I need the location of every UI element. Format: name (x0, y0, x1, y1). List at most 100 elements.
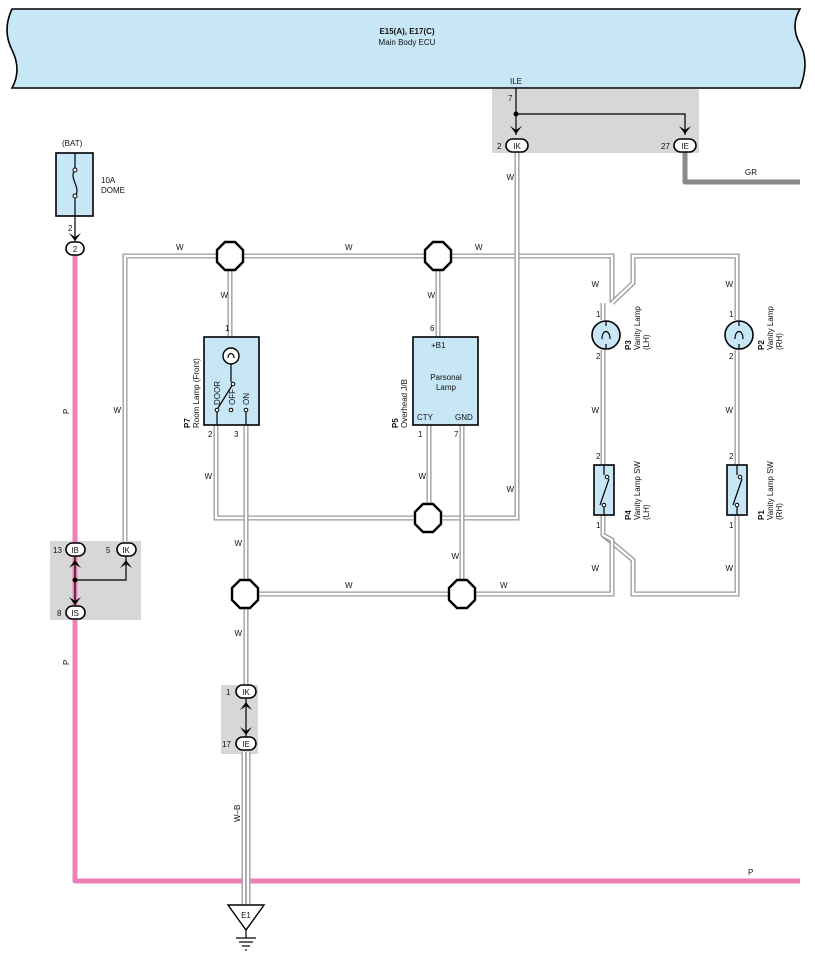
white-wires (122, 152, 740, 905)
vanity-lh-code: P3 (624, 340, 633, 350)
vanity-rh-pin-2: 2 (729, 352, 734, 361)
arrow-icon (510, 126, 522, 134)
jc-left-conn-is: IS (71, 609, 79, 618)
vanity-sw-rh-side: (RH) (775, 503, 784, 520)
junction-node (230, 578, 260, 610)
vanity-rh-name: Vanity Lamp (766, 306, 775, 350)
wire-label-w: W (475, 243, 483, 252)
junctions (215, 240, 477, 610)
vanity-sw-lh-side: (LH) (642, 504, 651, 520)
ecu-pin-27: 27 (661, 142, 670, 151)
wire-label-w: W (725, 406, 733, 415)
junction-node (413, 502, 443, 534)
wire-label-gr: GR (745, 168, 757, 177)
arrow-icon (69, 597, 81, 605)
jc-bottom-conn-ie: IE (242, 740, 250, 749)
wire-label-w: W (345, 243, 353, 252)
vanity-sw-lh: 2 1 P4 Vanity Lamp SW (LH) (593, 452, 651, 530)
wire-label-w: W (591, 280, 599, 289)
ecu-conn-ik: IK (513, 142, 521, 151)
wire-label-w: W (220, 291, 228, 300)
fuse-name: DOME (101, 186, 125, 195)
fuse-pin: 2 (68, 224, 73, 233)
switch-off: OFF (228, 389, 237, 405)
overhead-pin-1: 1 (418, 430, 423, 439)
wire-label-w: W (113, 406, 121, 415)
ecu-conn-ie: IE (681, 142, 689, 151)
switch-on: ON (242, 393, 251, 405)
overhead-inner-1: Parsonal (430, 373, 462, 382)
overhead-b1: +B1 (431, 341, 446, 350)
vanity-lamp-rh: 1 2 P2 Vanity Lamp (RH) (724, 306, 784, 361)
jc-bottom-pin-17: 17 (222, 740, 231, 749)
jc-bottom-conn-ik: IK (242, 688, 250, 697)
room-lamp-pin-3: 3 (234, 430, 239, 439)
wire-label-p: P (62, 409, 71, 414)
wire-labels: W W W W W W W W W W W W W W W W W W W W … (62, 168, 757, 877)
wire-label-wb: W–B (233, 805, 242, 822)
wire-label-w: W (204, 472, 212, 481)
vanity-sw-rh-pin-1: 1 (729, 521, 734, 530)
vanity-sw-lh-code: P4 (624, 510, 633, 520)
wire-label-w: W (345, 581, 353, 590)
vanity-lh-name: Vanity Lamp (633, 306, 642, 350)
wire-label-w: W (500, 581, 508, 590)
overhead-cty: CTY (417, 413, 434, 422)
fuse-conn-pin: 2 (73, 245, 78, 254)
ecu-pin-2: 2 (497, 142, 502, 151)
room-lamp-code: P7 (183, 418, 192, 428)
room-lamp-pin-1: 1 (225, 324, 230, 333)
ecu-split: 7 (508, 88, 691, 135)
jc-bottom-pin-1: 1 (226, 688, 231, 697)
wire-label-w: W (427, 291, 435, 300)
wire-label-w: W (176, 243, 184, 252)
wire-gr (682, 152, 800, 185)
ecu-pin-7: 7 (508, 94, 513, 103)
vanity-lamp-lh: 1 2 P3 Vanity Lamp (LH) (591, 306, 651, 361)
wire-label-w: W (725, 280, 733, 289)
jc-left-conn-ib: IB (71, 546, 79, 555)
vanity-sw-rh-code: P1 (757, 510, 766, 520)
overhead-pin-6: 6 (430, 324, 435, 333)
ground-label: E1 (241, 911, 251, 920)
arrow-icon (120, 560, 132, 568)
room-lamp-front: 1 DOOR OFF ON P7 Room Lamp (Front) 2 3 (183, 324, 260, 439)
jc-left-pin-13: 13 (53, 546, 62, 555)
fuse-rating: 10A (101, 176, 116, 185)
ecu-title: E15(A), E17(C) (379, 27, 434, 36)
wire-label-w: W (451, 552, 459, 561)
jc-left-pin-5: 5 (106, 546, 111, 555)
room-lamp-pin-2: 2 (208, 430, 213, 439)
wire-label-w: W (234, 539, 242, 548)
overhead-inner-2: Lamp (436, 383, 457, 392)
fuse-source: (BAT) (62, 139, 83, 148)
switch-door: DOOR (213, 381, 222, 405)
vanity-rh-side: (RH) (775, 333, 784, 350)
wire-label-w: W (418, 472, 426, 481)
vanity-sw-lh-name: Vanity Lamp SW (633, 461, 642, 520)
ecu-connectors: IK 2 IE 27 (497, 138, 697, 153)
jc-left: IB 13 IK 5 IS 8 (53, 542, 137, 620)
vanity-lh-pin-1: 1 (596, 310, 601, 319)
ecu-terminal-label: ILE (510, 77, 522, 86)
wire-label-w: W (591, 406, 599, 415)
vanity-lh-side: (LH) (642, 334, 651, 350)
wire-label-p: P (62, 660, 71, 665)
overhead-gnd: GND (455, 413, 473, 422)
wire-label-w: W (591, 564, 599, 573)
arrow-icon (240, 727, 252, 735)
wire-label-w: W (506, 485, 514, 494)
arrow-icon (679, 126, 691, 134)
room-lamp-name: Room Lamp (Front) (192, 358, 201, 428)
fuse-dome: (BAT) 10A DOME 2 2 (55, 139, 125, 256)
wire-label-w: W (234, 629, 242, 638)
vanity-sw-lh-pin-1: 1 (596, 521, 601, 530)
main-body-ecu: E15(A), E17(C) Main Body ECU ILE (6, 8, 806, 89)
wire-p-main (72, 255, 800, 884)
vanity-sw-lh-pin-2: 2 (596, 452, 601, 461)
jc-left-pin-8: 8 (57, 609, 62, 618)
arrow-icon (69, 560, 81, 568)
ground-e1: E1 (226, 904, 266, 951)
vanity-sw-rh: 2 1 P1 Vanity Lamp SW (RH) (726, 452, 784, 530)
wire-label-w: W (725, 564, 733, 573)
